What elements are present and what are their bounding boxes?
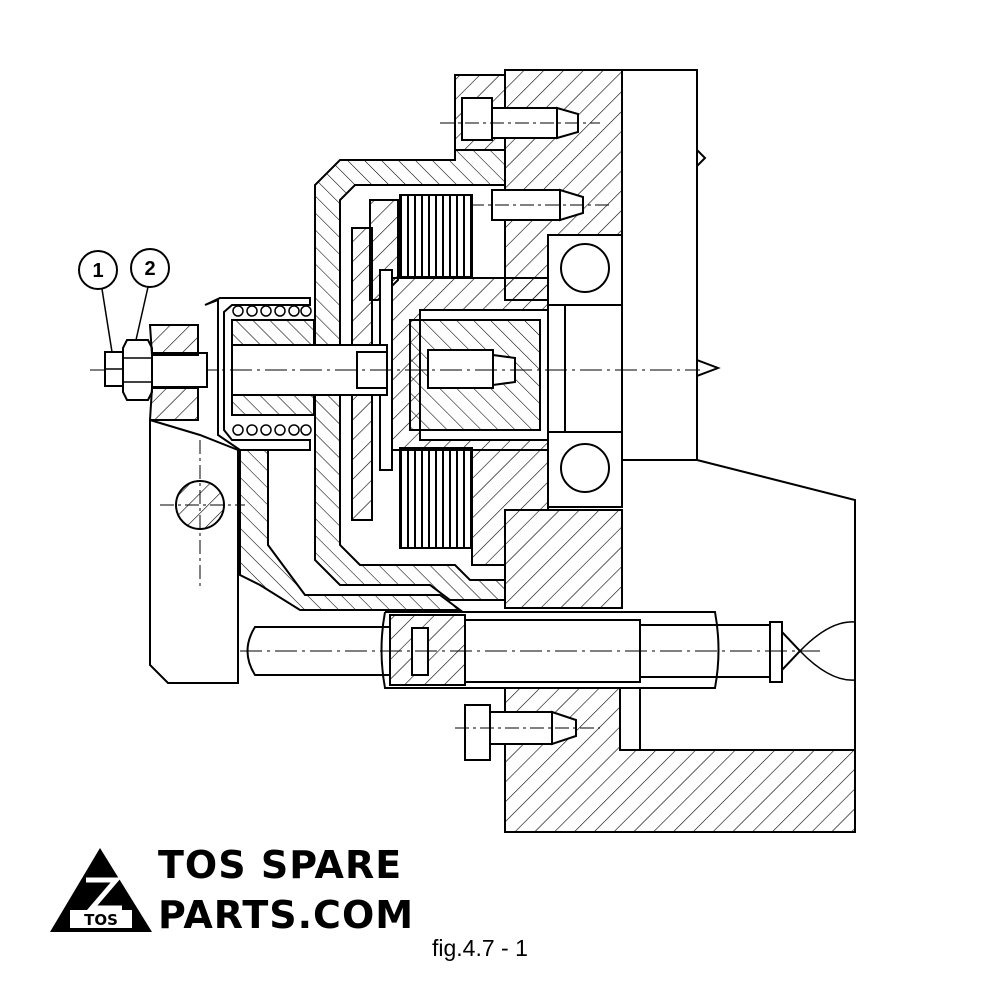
second-bolt — [470, 188, 610, 222]
bearing-spacer — [564, 304, 623, 433]
top-bolt — [440, 97, 600, 141]
control-rod — [240, 614, 820, 686]
logo-text-line2: PARTS.COM — [158, 893, 415, 937]
screw-shank — [151, 352, 208, 388]
logo-emblem-text: TOS — [84, 911, 118, 929]
callout-2: 2 — [130, 248, 170, 341]
rod-housing — [380, 611, 720, 689]
spring-coils-upper — [232, 305, 312, 317]
housing-right-plate — [621, 69, 698, 461]
lever-arm — [149, 418, 239, 684]
tos-logo-emblem: TOS — [50, 848, 152, 932]
lever-bracket-lower — [148, 387, 199, 421]
inner-bolt-body — [427, 349, 494, 389]
lock-nut — [122, 339, 153, 401]
callout-1-label: 1 — [92, 260, 103, 282]
lever-bracket — [148, 324, 199, 356]
clutch-plates-lower — [399, 447, 473, 549]
callout-2-label: 2 — [144, 258, 155, 280]
housing-outline-right — [696, 459, 856, 832]
cutaway-edge — [799, 621, 856, 681]
bearing-ball-lower — [560, 443, 610, 493]
spring-cup — [204, 297, 311, 451]
housing-lower — [504, 687, 856, 833]
figure-caption: fig.4.7 - 1 — [432, 935, 528, 961]
callout-1: 1 — [78, 250, 118, 353]
housing-lower-step — [620, 687, 641, 750]
housing-break-line — [696, 70, 721, 460]
housing-lower-mid — [504, 509, 623, 609]
bearing-ball-upper — [560, 243, 610, 293]
fork-arm — [239, 449, 463, 611]
logo-text-line1: TOS SPARE — [158, 843, 403, 887]
lower-bolt — [455, 704, 600, 761]
clutch-plates-upper — [399, 194, 473, 278]
spring-coils-lower — [232, 424, 312, 436]
